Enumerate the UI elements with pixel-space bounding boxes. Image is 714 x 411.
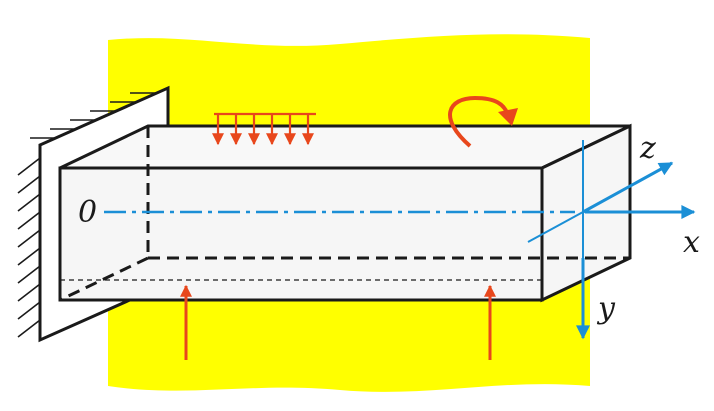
curved-moment-arrow-icon	[448, 95, 510, 148]
beam-hidden-edges	[59, 126, 630, 302]
distributed-load-icon	[212, 112, 316, 146]
origin-label: 0	[78, 195, 97, 230]
beam-front-face	[58, 166, 544, 302]
z-axis-label: z	[639, 131, 656, 166]
x-axis-label: x	[683, 225, 700, 260]
beam-top-face	[59, 124, 631, 170]
z-axis-line-inner	[527, 211, 584, 243]
support-hatching	[17, 92, 156, 338]
z-axis-arrow	[582, 161, 674, 214]
moment-arrow-head	[498, 108, 518, 126]
y-axis-label: y	[596, 291, 616, 326]
